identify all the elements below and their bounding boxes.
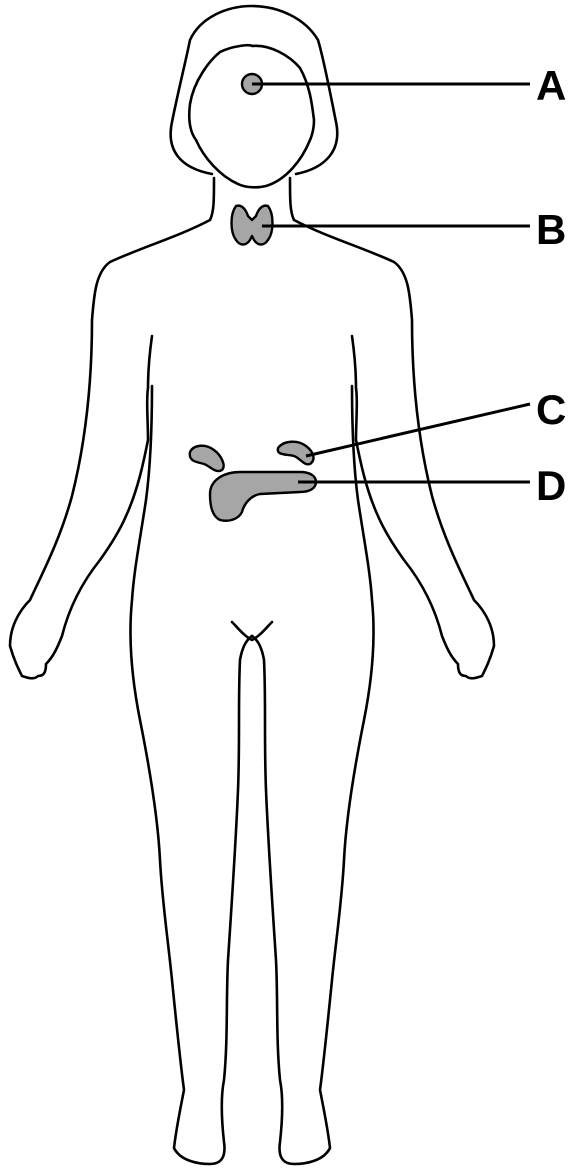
- label-b: B: [536, 206, 566, 253]
- gland-c-right-shape: [278, 442, 314, 465]
- gland-d-shape: [210, 472, 316, 521]
- body-outline-left: [10, 178, 214, 678]
- body-outline-right: [290, 178, 494, 678]
- face-outline: [189, 45, 314, 187]
- label-d: D: [536, 462, 566, 509]
- label-a: A: [536, 62, 566, 109]
- torso-outline-right: [252, 386, 374, 1164]
- gland-c-left-shape: [190, 446, 224, 471]
- label-c: C: [536, 386, 566, 433]
